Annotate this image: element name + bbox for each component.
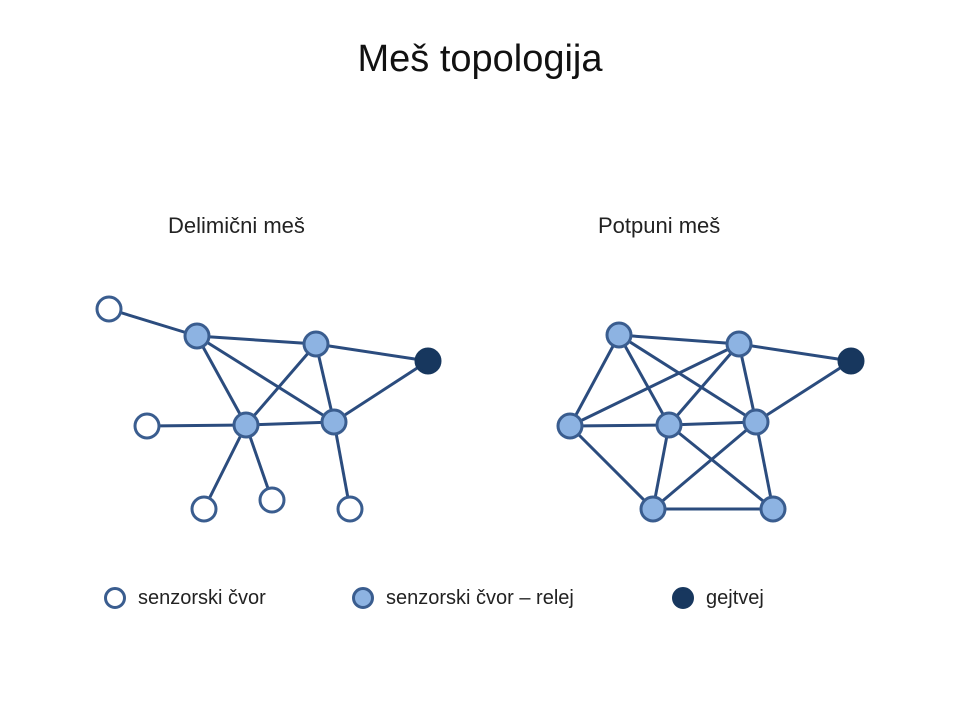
partial-link-s1-r1 [108, 307, 198, 338]
full-link-d-h [668, 423, 774, 511]
partial-link-s2-r3 [146, 423, 247, 428]
full-link-d-f [651, 424, 671, 510]
legend-label-sensor: senzorski čvor [138, 586, 266, 609]
partial-relay-node [232, 411, 260, 439]
full-link-b-g [738, 342, 852, 363]
partial-sensor-node [190, 495, 218, 523]
full-link-a-c [568, 334, 621, 427]
sensor-node-icon [104, 587, 126, 609]
full-link-c-f [568, 424, 655, 511]
partial-sensor-node [133, 412, 161, 440]
legend-item-sensor: senzorski čvor [104, 583, 266, 613]
legend-label-relay: senzorski čvor – relej [386, 586, 574, 609]
partial-mesh-title: Delimični meš [168, 213, 305, 238]
legend-label-gateway: gejtvej [706, 586, 764, 609]
full-relay-node [725, 330, 753, 358]
full-link-a-e [618, 333, 757, 424]
partial-link-r1-r3 [195, 335, 248, 426]
partial-link-r3-s3 [202, 424, 248, 510]
relay-node-icon [352, 587, 374, 609]
full-link-b-c [569, 342, 740, 428]
gateway-node-icon [672, 587, 694, 609]
full-link-c-d [569, 423, 670, 428]
partial-sensor-node [95, 295, 123, 323]
full-link-a-b [618, 333, 740, 346]
full-relay-node [655, 411, 683, 439]
partial-link-r4-s5 [332, 421, 352, 510]
partial-link-r4-g [333, 359, 429, 424]
full-mesh-graph [556, 321, 865, 523]
full-relay-node [556, 412, 584, 440]
full-gateway-node [837, 347, 865, 375]
full-relay-node [605, 321, 633, 349]
slide-title: Meš topologija [357, 38, 603, 80]
full-relay-node [639, 495, 667, 523]
full-link-b-d [667, 343, 741, 426]
partial-mesh-graph [95, 295, 442, 523]
partial-link-r3-r4 [245, 420, 335, 427]
legend-item-gateway: gejtvej [672, 583, 764, 613]
full-link-e-g [755, 359, 852, 424]
partial-relay-node [183, 322, 211, 350]
full-relay-node [742, 408, 770, 436]
legend-item-relay: senzorski čvor – relej [352, 583, 574, 613]
partial-sensor-node [258, 486, 286, 514]
full-link-e-f [652, 420, 757, 511]
full-relay-node [759, 495, 787, 523]
partial-relay-node [320, 408, 348, 436]
partial-link-r2-r3 [244, 343, 318, 426]
full-mesh-title: Potpuni meš [598, 213, 721, 238]
full-link-a-d [617, 334, 671, 426]
partial-link-r1-r4 [196, 334, 335, 424]
full-link-e-h [754, 421, 775, 510]
partial-relay-node [302, 330, 330, 358]
full-link-d-e [668, 420, 757, 427]
partial-sensor-node [336, 495, 364, 523]
partial-link-r1-r2 [196, 334, 317, 346]
partial-link-r2-g [315, 342, 429, 363]
partial-gateway-node [414, 347, 442, 375]
